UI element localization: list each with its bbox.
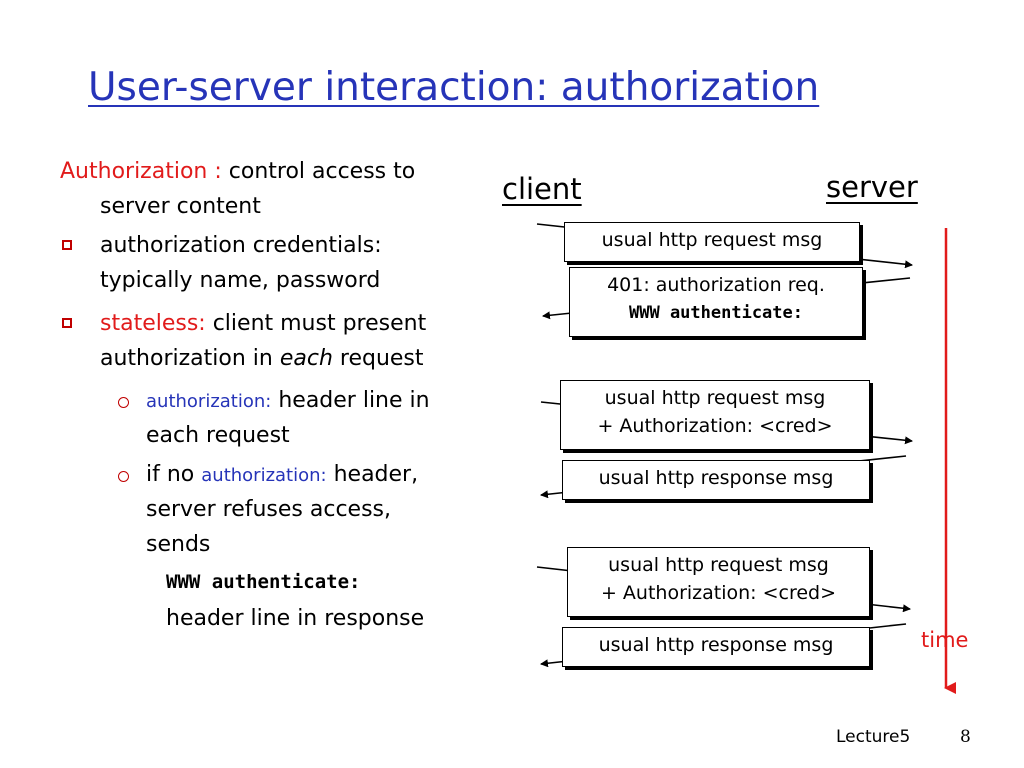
stateless-cont-b: request: [332, 346, 424, 371]
term-authorization: Authorization :: [60, 159, 222, 184]
subbullet-refuse-a: if no: [146, 462, 202, 487]
subbullet-refuse-cont1: server refuses access,: [146, 497, 391, 522]
circle-bullet-icon: [118, 397, 129, 408]
message-line: + Authorization: <cred>: [597, 415, 833, 437]
message-code-line: WWW authenticate:: [629, 303, 803, 323]
bullet-stateless-cont: authorization in each request: [100, 342, 424, 376]
message-line: 401: authorization req.: [607, 274, 825, 296]
page-number: 8: [960, 727, 971, 747]
message-box-401: 401: authorization req. WWW authenticate…: [569, 267, 863, 337]
stateless-cont-em: each: [279, 346, 333, 371]
message-box-request-cred: usual http request msg + Authorization: …: [567, 547, 870, 617]
message-box-response: usual http response msg: [562, 627, 870, 667]
bullet-credentials: authorization credentials:: [100, 233, 382, 258]
client-label: client: [502, 172, 582, 206]
slide-title-text: User-server interaction: authorization: [88, 65, 820, 110]
subbullet-refuse-cont2: sends: [146, 532, 211, 557]
term-stateless: stateless:: [100, 311, 206, 336]
bullet-credentials-cont: typically name, password: [100, 268, 381, 293]
server-label: server: [826, 170, 918, 204]
message-box-request: usual http request msg: [564, 222, 860, 262]
bullet-authorization-intro-cont: server content: [100, 194, 261, 219]
bullet-stateless: stateless: client must present: [100, 307, 426, 341]
subbullet-header-line-cont: each request: [146, 423, 290, 448]
term-authorization-header: authorization:: [201, 465, 327, 486]
definition-text: control access to: [221, 159, 416, 184]
slide-title: User-server interaction: authorization: [88, 62, 819, 114]
subbullet-refuse: if no authorization: header,: [146, 458, 418, 493]
message-line: usual http response msg: [598, 634, 834, 656]
message-line: + Authorization: <cred>: [600, 582, 837, 604]
message-box-response: usual http response msg: [562, 460, 870, 500]
term-authorization-header: authorization:: [146, 391, 272, 412]
circle-bullet-icon: [118, 471, 129, 482]
subbullet-header-text: header line in: [271, 388, 430, 413]
subbullet-refuse-cont3: header line in response: [166, 606, 425, 631]
square-bullet-icon: [62, 240, 72, 250]
time-label: time: [921, 628, 969, 652]
message-line: usual http response msg: [598, 467, 834, 489]
footer-lecture: Lecture5: [836, 727, 911, 747]
code-www-authenticate: WWW authenticate:: [166, 571, 361, 593]
stateless-text: client must present: [205, 311, 427, 336]
message-line: usual http request msg: [608, 554, 829, 576]
message-line: usual http request msg: [601, 229, 823, 251]
bullet-authorization-intro: Authorization : control access to: [60, 155, 415, 189]
message-box-request-cred: usual http request msg + Authorization: …: [560, 380, 870, 450]
subbullet-refuse-b: header,: [326, 462, 419, 487]
message-line: usual http request msg: [604, 387, 826, 409]
subbullet-header-line: authorization: header line in: [146, 384, 430, 419]
square-bullet-icon: [62, 318, 72, 328]
stateless-cont-a: authorization in: [100, 346, 280, 371]
